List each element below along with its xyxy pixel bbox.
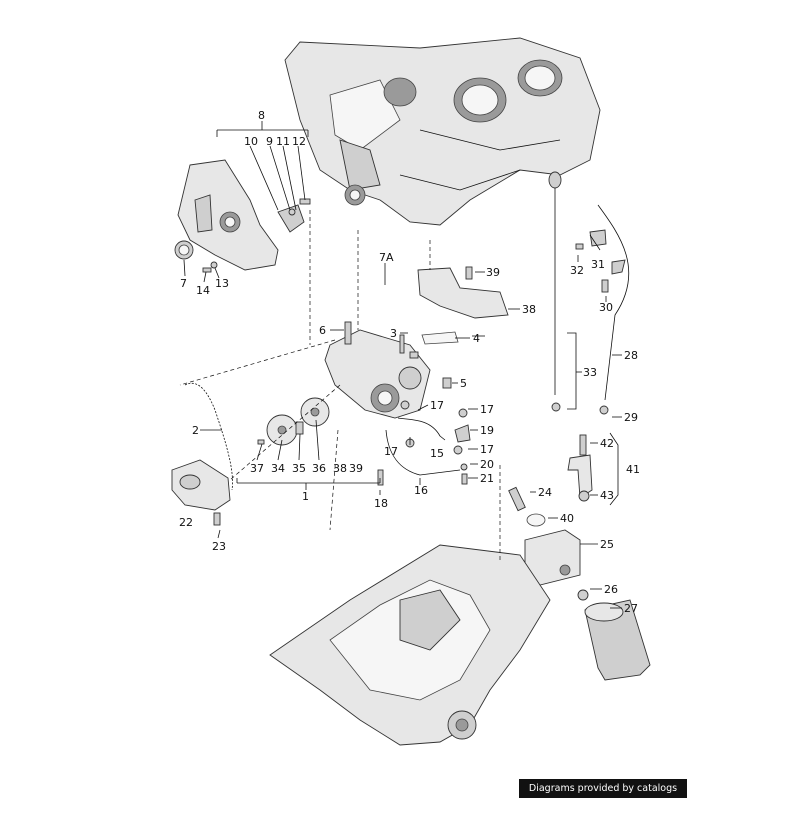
label-13: 13 [215,277,229,290]
parts-diagram: 8 10 9 11 12 7 14 13 7A 39 38 6 3 4 5 2 … [171,37,651,746]
oil-pan [269,544,551,746]
label-11: 11 [276,135,290,148]
label-37: 37 [250,462,264,475]
label-14: 14 [196,284,210,297]
label-25: 25 [600,538,614,551]
label-38-top: 38 [522,303,536,316]
engine-block [284,37,601,226]
leader-lines [183,121,622,609]
label-5: 5 [460,377,467,390]
oil-pump [324,321,459,419]
label-28: 28 [624,349,638,362]
label-32: 32 [570,264,584,277]
oil-pipes [377,400,471,486]
label-18: 18 [374,497,388,510]
label-26: 26 [604,583,618,596]
label-17-a: 17 [430,399,444,412]
label-39-bottom: 39 [349,462,363,475]
label-29: 29 [624,411,638,424]
chain-drive [184,382,330,491]
label-8: 8 [258,109,265,122]
label-33: 33 [583,366,597,379]
label-17-c: 17 [384,445,398,458]
label-43: 43 [600,489,614,502]
label-36: 36 [312,462,326,475]
label-22: 22 [179,516,193,529]
label-9: 9 [266,135,273,148]
label-7: 7 [180,277,187,290]
label-3: 3 [390,327,397,340]
label-17-d: 17 [480,443,494,456]
label-4: 4 [473,332,480,345]
label-20: 20 [480,458,494,471]
label-2: 2 [192,424,199,437]
label-34: 34 [271,462,285,475]
label-16: 16 [414,484,428,497]
chain-cover [171,459,231,526]
label-1: 1 [302,490,309,503]
label-31: 31 [591,258,605,271]
label-35: 35 [292,462,306,475]
label-30: 30 [599,301,613,314]
label-7a: 7A [379,251,394,264]
label-27: 27 [624,602,638,615]
label-41: 41 [626,463,640,476]
front-cover [174,159,311,273]
label-42: 42 [600,437,614,450]
label-39-top: 39 [486,266,500,279]
label-24: 24 [538,486,552,499]
label-38-bottom: 38 [333,462,347,475]
label-12: 12 [292,135,306,148]
label-15: 15 [430,447,444,460]
credit-banner: Diagrams provided by catalogs parts [519,779,687,813]
label-6: 6 [319,324,326,337]
bracket [567,434,593,502]
callout-labels: 8 10 9 11 12 7 14 13 7A 39 38 6 3 4 5 2 … [179,109,640,615]
label-10: 10 [244,135,258,148]
label-23: 23 [212,540,226,553]
label-19: 19 [480,424,494,437]
dipstick [548,171,630,415]
label-17-b: 17 [480,403,494,416]
oil-cooler [508,486,651,681]
baffle-plate [417,266,509,319]
construction-lines [179,210,501,560]
label-21: 21 [480,472,494,485]
label-40: 40 [560,512,574,525]
